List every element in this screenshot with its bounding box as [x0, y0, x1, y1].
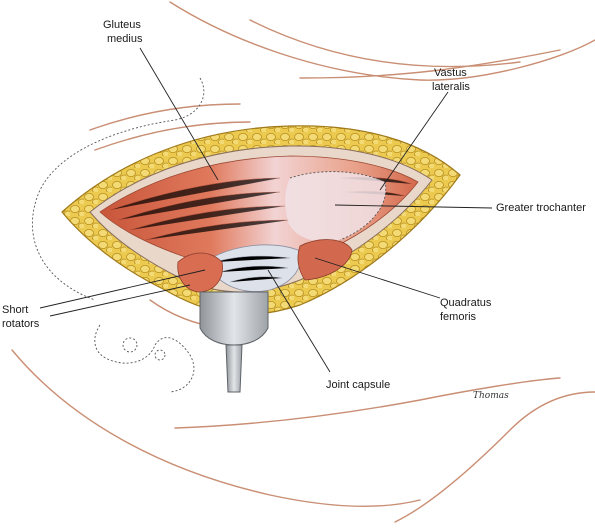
- label-gluteus-medius-line2: medius: [107, 33, 143, 45]
- pelvis-outline: [32, 77, 205, 393]
- label-short-rotators-line1: Short: [2, 304, 28, 316]
- label-vastus-lateralis-line1: Vastus: [434, 67, 467, 79]
- short-rotators-muscle: [177, 252, 223, 293]
- label-gluteus-medius-line1: Gluteus: [103, 19, 141, 31]
- label-quadratus-femoris-line2: femoris: [440, 311, 477, 323]
- quadratus-femoris-muscle: [297, 239, 353, 281]
- label-quadratus-femoris-line1: Quadratus: [440, 297, 492, 309]
- artist-signature: Thomas: [473, 391, 509, 401]
- skin-outline: [11, 1, 595, 523]
- greater-trochanter-region: [285, 171, 386, 242]
- leader-lines: [39, 47, 493, 373]
- capsule-fibres: [214, 255, 291, 283]
- retractor: [199, 291, 269, 393]
- trochanter-dotted-outline: [289, 171, 387, 241]
- label-short-rotators-line2: rotators: [2, 318, 40, 330]
- label-greater-trochanter: Greater trochanter: [496, 202, 586, 214]
- label-vastus-lateralis-line2: lateralis: [432, 81, 470, 93]
- label-joint-capsule: Joint capsule: [326, 379, 390, 391]
